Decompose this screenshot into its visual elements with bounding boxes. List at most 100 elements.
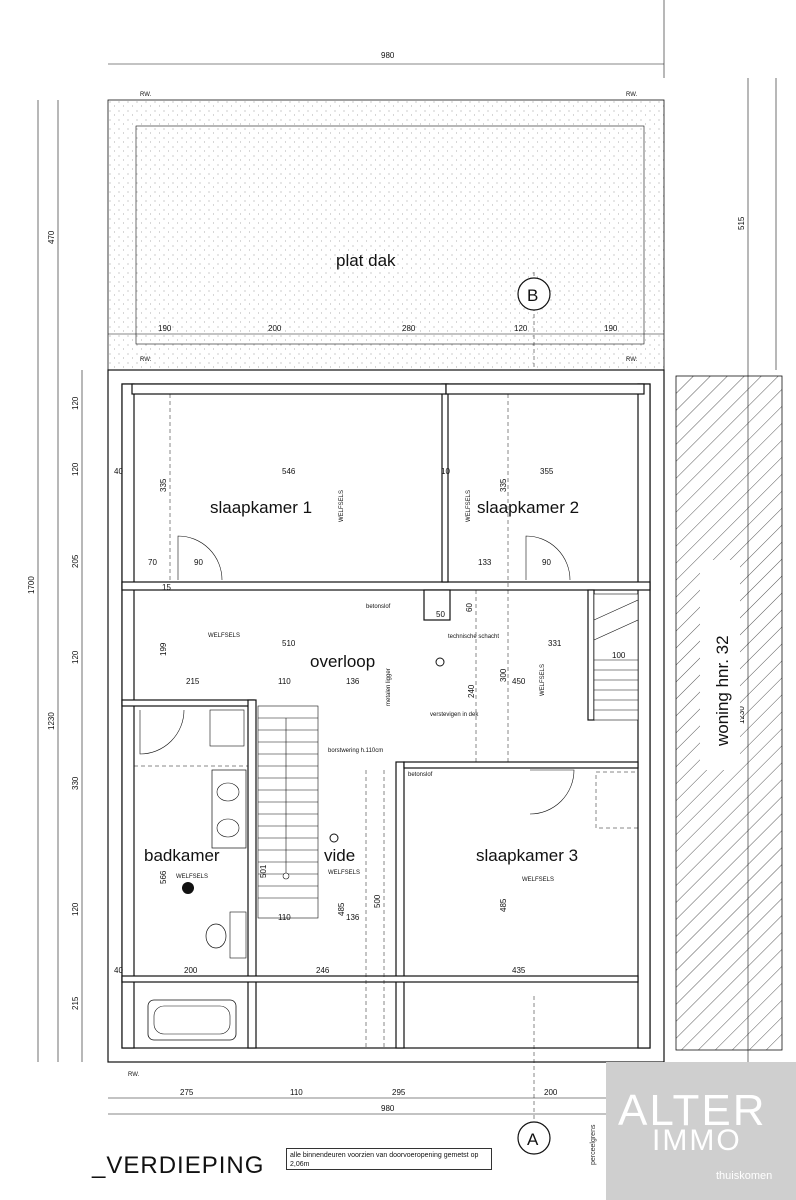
dim: 331 (548, 639, 562, 648)
dim: 120 (71, 650, 80, 664)
door-swing (529, 769, 575, 815)
welfsels-label: WELFSELS (328, 870, 360, 876)
door-swing (525, 535, 571, 581)
dim-470: 470 (47, 230, 56, 244)
room-overloop: overloop (310, 652, 375, 671)
dim: 215 (71, 996, 80, 1010)
dim: 240 (467, 684, 476, 698)
rw-label: RW. (626, 357, 638, 363)
rw-label: RW. (140, 357, 152, 363)
plan-title: _VERDIEPING (92, 1152, 265, 1179)
dim: 120 (71, 902, 80, 916)
dim: 200 (184, 966, 198, 975)
inner-wall (445, 383, 645, 395)
welfsels-label: WELFSELS (540, 664, 546, 696)
dim: 335 (159, 478, 168, 492)
dim: 500 (373, 894, 382, 908)
dim: 60 (465, 603, 474, 612)
borstwering-label: borstwering h.110cm (328, 748, 383, 754)
room-badkamer: badkamer (144, 846, 220, 865)
inner-wall (587, 589, 595, 721)
dim: 120 (71, 396, 80, 410)
light-icon (329, 833, 339, 843)
dim: 50 (436, 610, 445, 619)
inner-wall (131, 383, 447, 395)
rw-label: RW. (140, 92, 152, 98)
staircase (257, 705, 319, 919)
dim: 215 (186, 677, 200, 686)
dim: 246 (316, 966, 330, 975)
section-marker-a (517, 1121, 551, 1155)
vanity (211, 769, 247, 849)
dim: 40 (114, 467, 123, 476)
dim: 100 (612, 651, 626, 660)
rw-label: RW. (626, 92, 638, 98)
logo-tagline: thuiskomen (716, 1170, 773, 1182)
logo-text-top: ALTER (618, 1086, 767, 1135)
room-vide: vide (324, 846, 355, 865)
dim: 136 (346, 913, 360, 922)
verstevigen-label: verstevigen in dek (430, 712, 479, 718)
dim-1700: 1700 (27, 576, 36, 594)
dim-1230: 1230 (47, 712, 56, 730)
dim: 450 (512, 677, 526, 686)
dim-bottom-width: 980 (381, 1104, 395, 1113)
logo-text-bottom: IMMO (652, 1124, 742, 1157)
light-icon (435, 657, 445, 667)
dim: 275 (180, 1088, 194, 1097)
room-slaapkamer1: slaapkamer 1 (210, 498, 312, 517)
dim: 435 (512, 966, 526, 975)
dim: 335 (499, 478, 508, 492)
bathtub (147, 999, 237, 1041)
dim-top-width: 980 (381, 51, 395, 60)
dim: 90 (194, 558, 203, 567)
dim: 485 (337, 902, 346, 916)
dim: 355 (540, 467, 554, 476)
inner-wall (247, 699, 257, 1049)
dim: 280 (402, 324, 416, 333)
dim: 110 (278, 913, 291, 922)
flat-roof (107, 99, 665, 371)
dim: 70 (148, 558, 157, 567)
inner-wall (121, 383, 135, 1049)
betonslof-label: betonslof (408, 772, 433, 778)
dim: 501 (259, 864, 268, 878)
technische-schacht-label: technische schacht (448, 634, 499, 640)
dim: 295 (392, 1088, 406, 1097)
dim: 190 (604, 324, 618, 333)
brand-logo (606, 1062, 796, 1200)
inner-wall (121, 581, 651, 591)
dim: 120 (514, 324, 528, 333)
welfsels-label: WELFSELS (522, 877, 554, 883)
dim: 133 (478, 558, 492, 567)
betonslof-label: betonslof (366, 604, 391, 610)
dim-515: 515 (737, 216, 746, 230)
room-plat-dak: plat dak (336, 251, 396, 270)
dim: 120 (71, 462, 80, 476)
welfsels-label: WELFSELS (466, 490, 472, 522)
inner-wall (403, 761, 639, 769)
dim: 136 (346, 677, 360, 686)
dim: 485 (499, 898, 508, 912)
inner-wall (637, 383, 651, 1049)
dim: 566 (159, 870, 168, 884)
dim: 510 (282, 639, 296, 648)
dim: 205 (71, 554, 80, 568)
welfsels-label: WELFSELS (208, 633, 240, 639)
dim: 546 (282, 467, 296, 476)
section-marker-b (517, 277, 551, 311)
toilet (205, 923, 227, 949)
welfsels-label: WELFSELS (176, 874, 208, 880)
dim: 330 (71, 776, 80, 790)
inner-wall (121, 975, 639, 983)
metalen-ligger-label: metalen ligger (386, 668, 392, 706)
dim: 200 (544, 1088, 558, 1097)
boundary-label: perceelgrens (590, 1124, 597, 1165)
section-b-label: B (527, 286, 538, 305)
room-slaapkamer2: slaapkamer 2 (477, 498, 579, 517)
inner-wall (121, 699, 255, 707)
dim: 15 (162, 583, 171, 592)
dim: 10 (441, 467, 450, 476)
room-slaapkamer3: slaapkamer 3 (476, 846, 578, 865)
section-a-label: A (527, 1130, 539, 1149)
